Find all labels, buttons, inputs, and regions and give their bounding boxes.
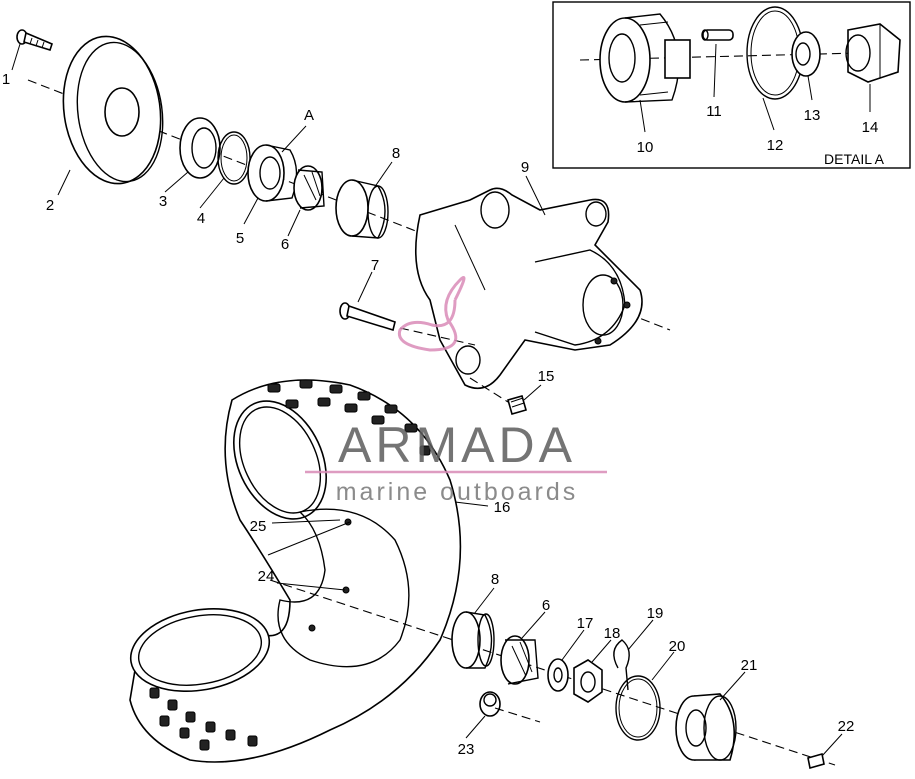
label-part-10: 10 bbox=[637, 139, 654, 156]
label-part-8-upper: 8 bbox=[392, 145, 400, 162]
part-18-nut bbox=[573, 659, 603, 703]
label-part-18: 18 bbox=[604, 625, 621, 642]
watermark-emblem bbox=[397, 276, 466, 352]
label-part-21: 21 bbox=[741, 657, 758, 674]
part-22-screw bbox=[807, 752, 825, 770]
label-part-23: 23 bbox=[458, 741, 475, 758]
detail-part-10-hub bbox=[599, 13, 691, 103]
label-part-8-lower: 8 bbox=[491, 571, 499, 588]
label-part-6-upper: 6 bbox=[281, 236, 289, 253]
detail-part-14-nut bbox=[845, 23, 901, 83]
part-19-cotter-pin bbox=[613, 639, 630, 691]
part-17-washer bbox=[547, 658, 569, 692]
part-8-race-upper bbox=[335, 179, 389, 239]
label-part-22: 22 bbox=[838, 718, 855, 735]
part-9-spindle bbox=[415, 187, 643, 390]
part-4-snap-ring bbox=[217, 131, 251, 185]
detail-a-panel: 10 11 12 13 14 DETAIL A bbox=[552, 1, 911, 169]
label-part-20: 20 bbox=[669, 638, 686, 655]
watermark-logo: ARMADA marine outboards bbox=[305, 276, 607, 506]
part-15-fitting bbox=[507, 395, 527, 415]
label-part-6-lower: 6 bbox=[542, 597, 550, 614]
label-part-25: 25 bbox=[250, 518, 267, 535]
detail-part-11-pin bbox=[701, 29, 734, 41]
label-part-19: 19 bbox=[647, 605, 664, 622]
part-7-bolt bbox=[339, 302, 396, 332]
label-part-17: 17 bbox=[577, 615, 594, 632]
label-part-3: 3 bbox=[159, 193, 167, 210]
detail-part-13-washer bbox=[791, 31, 821, 77]
part-6-bearing-lower bbox=[500, 635, 539, 685]
part-20-o-ring bbox=[615, 675, 661, 741]
part-1-bolt bbox=[16, 29, 53, 51]
watermark-tagline: marine outboards bbox=[336, 478, 579, 506]
label-part-1: 1 bbox=[2, 71, 10, 88]
label-part-11: 11 bbox=[706, 103, 722, 120]
part-2-brake-disc bbox=[62, 35, 164, 185]
part-8-race-lower bbox=[451, 611, 495, 669]
part-6-bearing-upper bbox=[293, 165, 325, 211]
label-part-5: 5 bbox=[236, 230, 244, 247]
part-23-valve bbox=[479, 691, 501, 717]
label-part-7: 7 bbox=[371, 257, 379, 274]
part-21-hub-cap bbox=[675, 693, 737, 761]
watermark-brand: ARMADA bbox=[338, 417, 576, 473]
label-part-24: 24 bbox=[258, 568, 275, 585]
part-5-hub bbox=[247, 144, 298, 202]
label-part-2: 2 bbox=[46, 197, 54, 214]
label-part-4: 4 bbox=[197, 210, 205, 227]
part-16-tire bbox=[129, 379, 462, 763]
label-part-16: 16 bbox=[494, 499, 511, 516]
label-detail-a-callout: A bbox=[304, 107, 314, 124]
part-3-seal bbox=[179, 117, 221, 179]
label-part-15: 15 bbox=[538, 368, 555, 385]
label-part-14: 14 bbox=[862, 119, 879, 136]
label-part-9: 9 bbox=[521, 159, 529, 176]
detail-a-title: DETAIL A bbox=[824, 151, 885, 167]
label-part-12: 12 bbox=[767, 137, 784, 154]
label-part-13: 13 bbox=[804, 107, 821, 124]
